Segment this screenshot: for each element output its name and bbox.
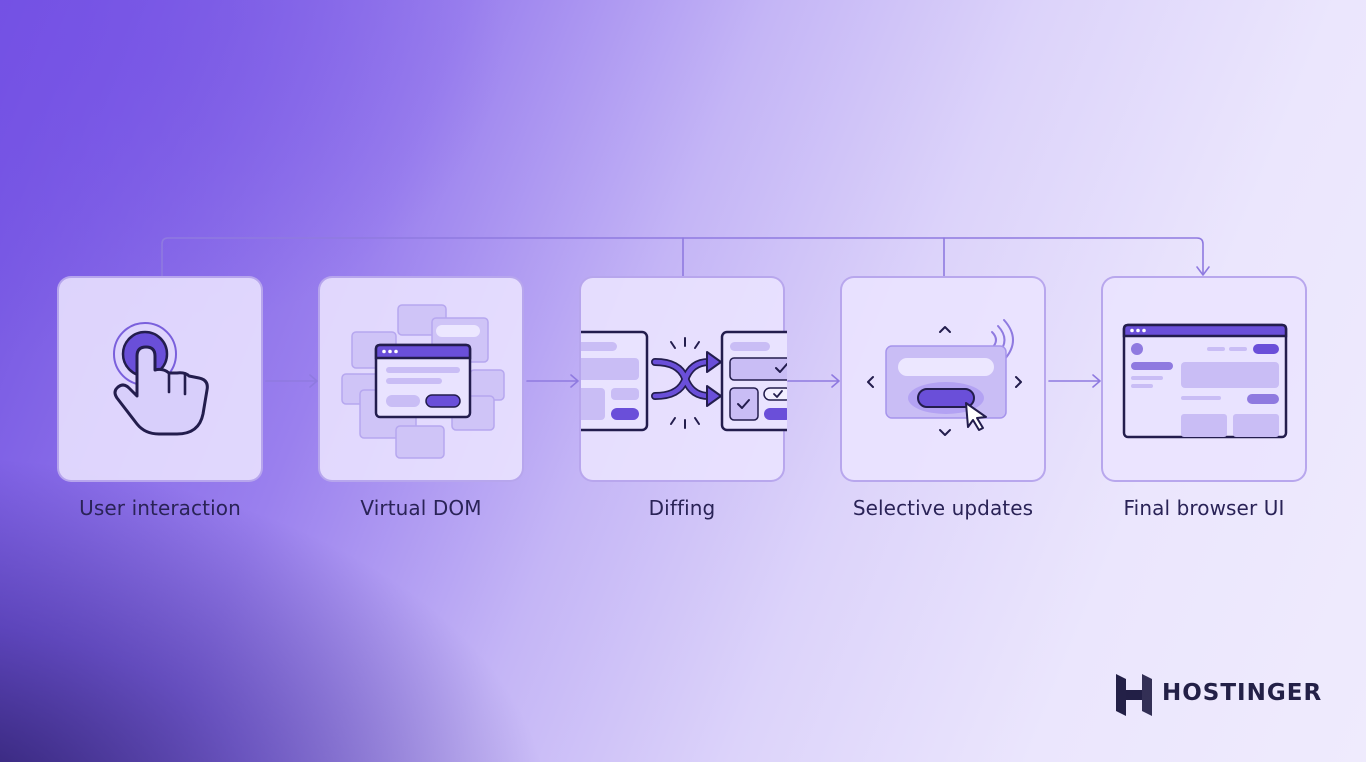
step-label-user-interaction: User interaction <box>79 496 241 520</box>
step-label-virtual-dom: Virtual DOM <box>360 496 482 520</box>
shuffle-compare-icon <box>581 330 787 432</box>
cursor-button-update-icon <box>867 319 1022 436</box>
step-label-selective-updates: Selective updates <box>852 496 1034 520</box>
hostinger-logo-icon <box>1116 674 1152 716</box>
step-label-diffing: Diffing <box>648 496 716 520</box>
step-card-final-browser-ui <box>1101 276 1307 482</box>
arrow-4-5 <box>1048 374 1101 388</box>
step-card-virtual-dom <box>318 276 524 482</box>
arrow-2-3 <box>526 374 579 388</box>
tap-hand-icon <box>113 322 209 436</box>
arrow-3-4 <box>787 374 840 388</box>
arrow-1-2 <box>265 374 318 388</box>
feedback-arrowhead <box>1196 266 1210 276</box>
layered-windows-icon <box>341 304 505 459</box>
step-label-final-browser-ui: Final browser UI <box>1123 496 1285 520</box>
step-card-user-interaction <box>57 276 263 482</box>
step-card-selective-updates <box>840 276 1046 482</box>
browser-window-icon <box>1122 323 1288 439</box>
step-card-diffing <box>579 276 787 482</box>
brand-wordmark: HOSTINGER <box>1162 680 1323 706</box>
